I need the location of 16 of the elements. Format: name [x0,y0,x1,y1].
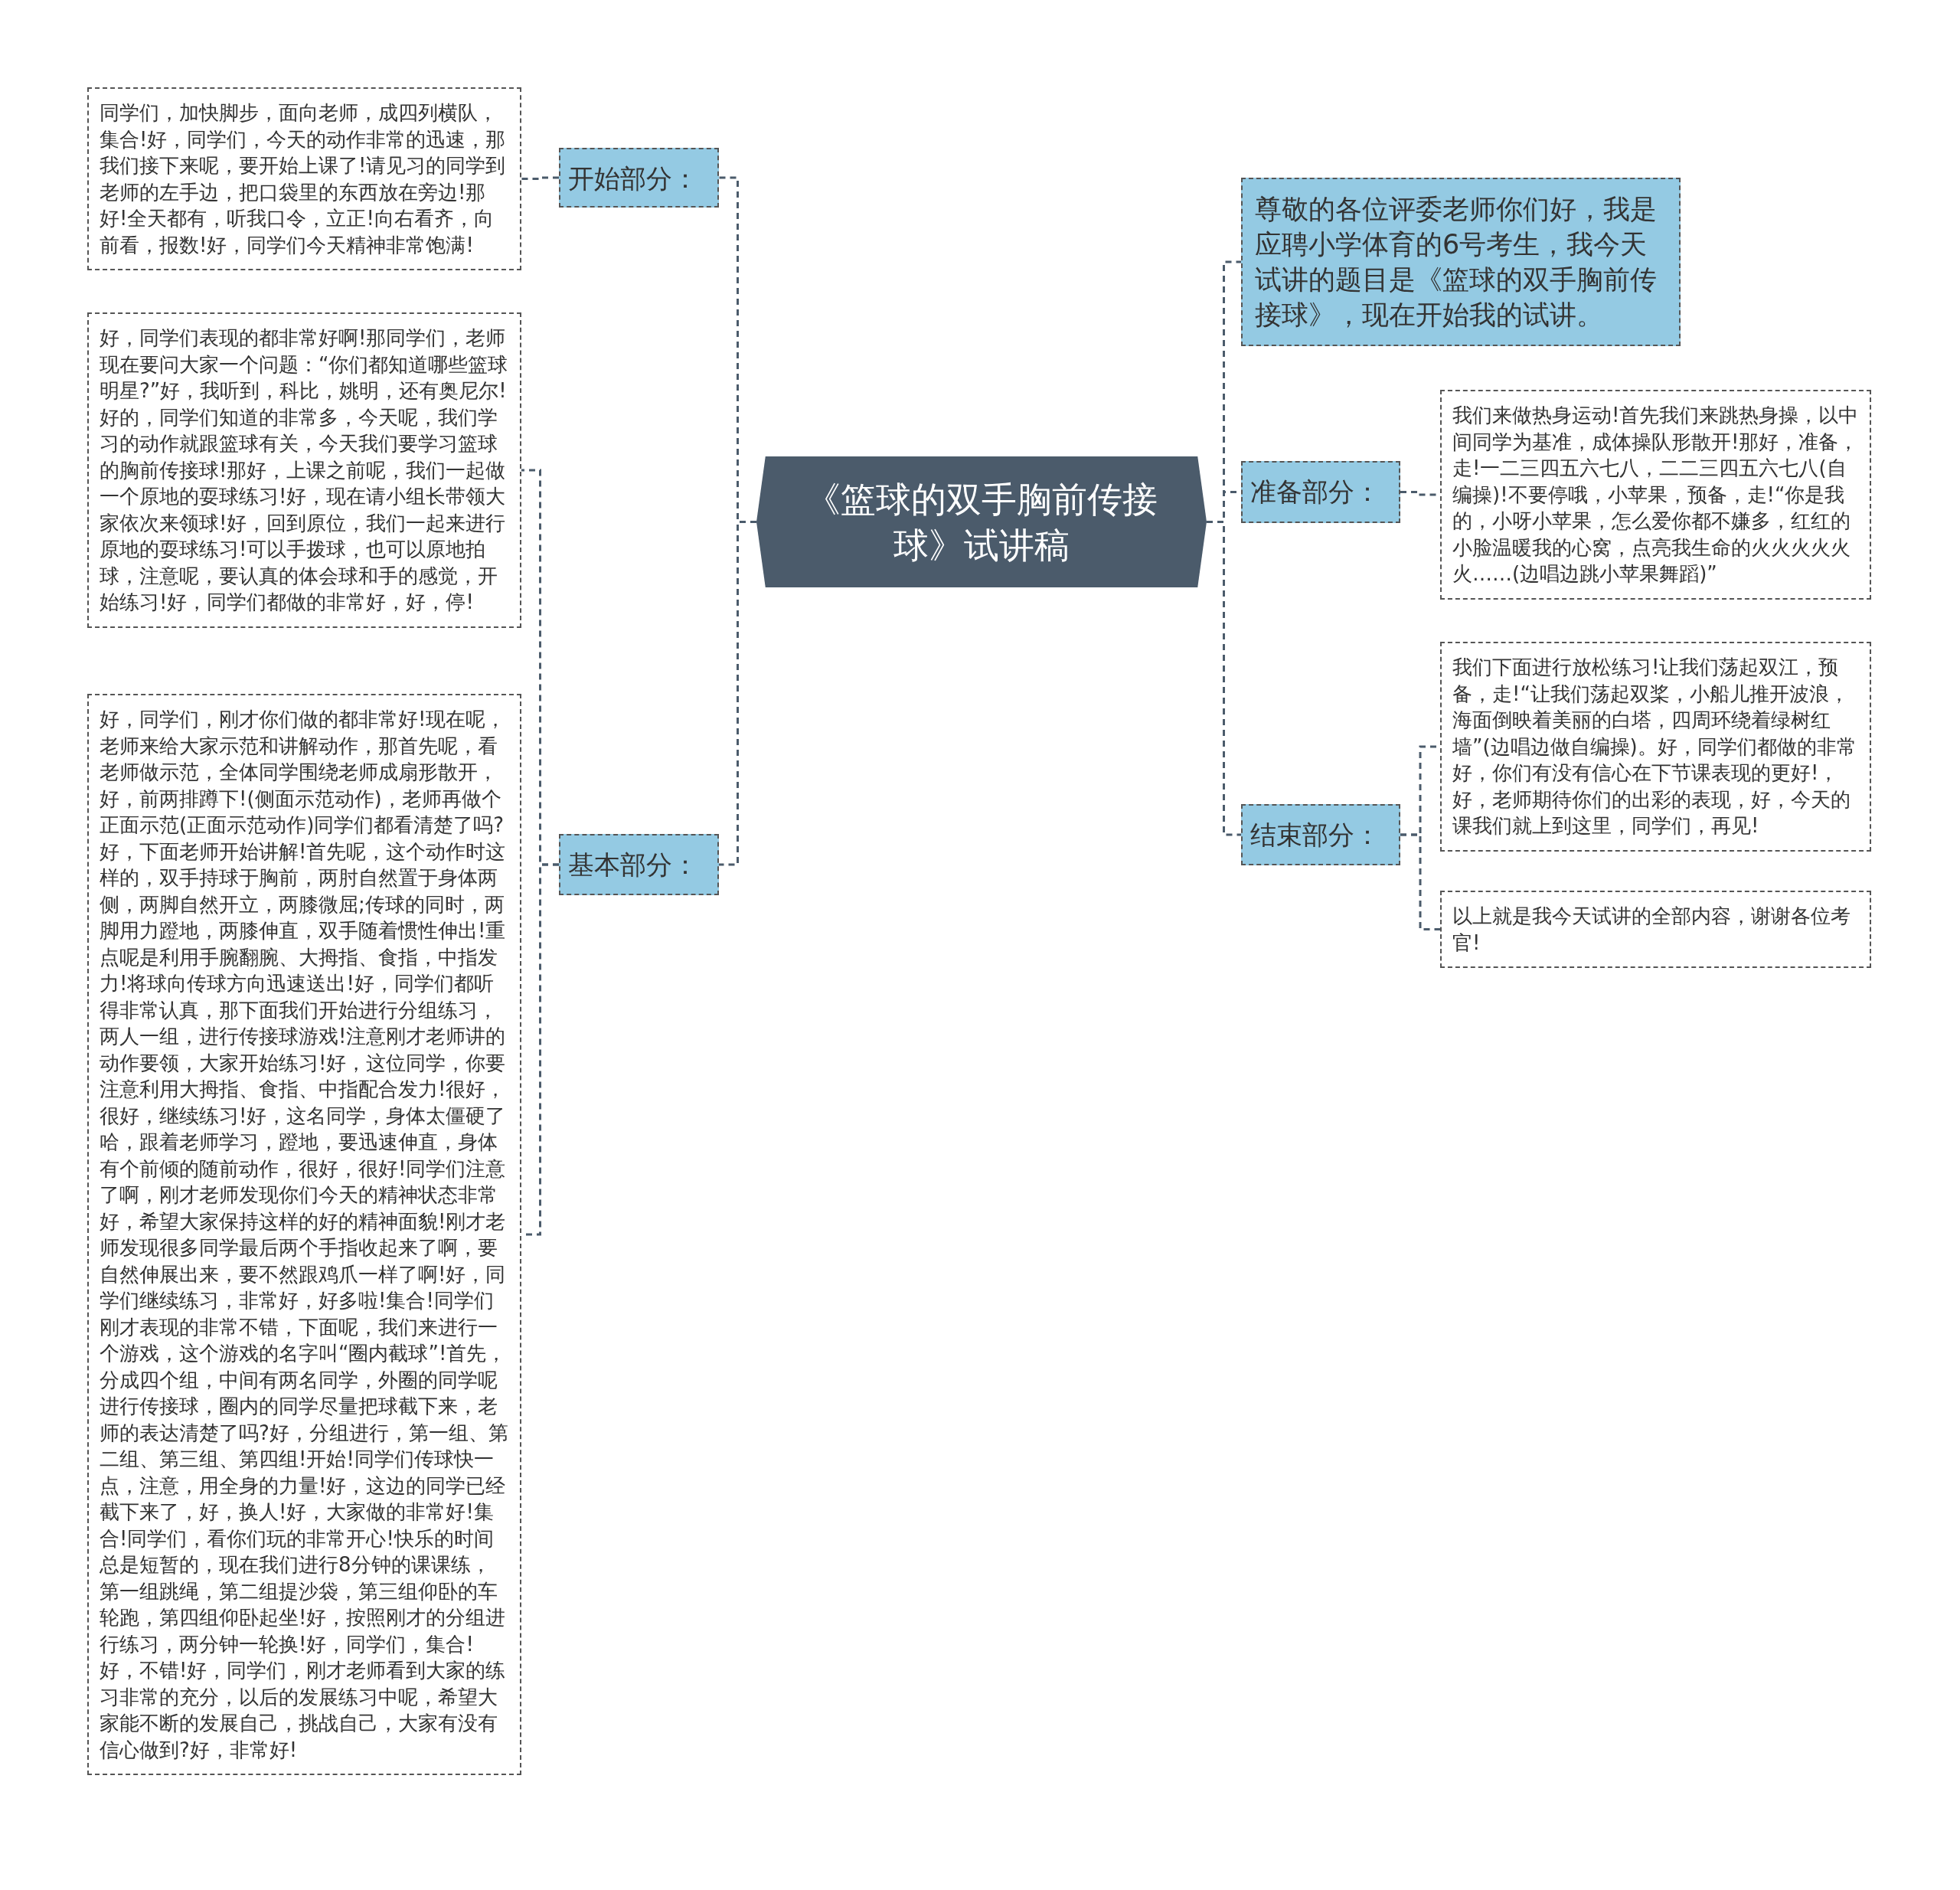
connector [521,176,559,180]
section-box: 结束部分： [1241,804,1400,865]
text-box: 好，同学们表现的都非常好啊!那同学们，老师现在要问大家一个问题：“你们都知道哪些篮球明星?”好，我听到，科比，姚明，还有奥尼尔!好的，同学们知道的非常多，今天呢，我们学习的动作就跟篮球有关，今天我们要学习篮球的胸前传接球!那好，上课之前呢，我们一起做一个原地的耍球练习!好，现在请小组长带领大家依次来领球!好，回到原位，我们一起来进行原地的耍球练习!可以手拨球，也可以原地拍球，注意呢，要认真的体会球和手的感觉，开始练习!好，同学们都做的非常好，好，停! [87,312,521,628]
text-box: 我们来做热身运动!首先我们来跳热身操，以中间同学为基准，成体操队形散开!那好，准备，走!一二三四五六七八，二二三四五六七八(自编操)!不要停哦，小苹果，预备，走!“你是我的，小呀小苹果，怎么爱你都不嫌多，红红的小脸温暖我的心窝，点亮我生命的火火火火火火……(边唱边跳小苹果舞蹈)” [1440,390,1871,600]
text-box: 以上就是我今天试讲的全部内容，谢谢各位考官! [1440,891,1871,968]
intro-box: 尊敬的各位评委老师你们好，我是应聘小学体育的6号考生，我今天试讲的题目是《篮球的双手胸前传接球》，现在开始我的试讲。 [1241,178,1681,346]
text-box: 我们下面进行放松练习!让我们荡起双江，预备，走!“让我们荡起双桨，小船儿推开波浪，海面倒映着美丽的白塔，四周环绕着绿树红墙”(边唱边做自编操)。好，同学们都做的非常好，你们有没有信心在下节课表现的更好!，好，老师期待你们的出彩的表现，好，今天的课我们就上到这里，同学们，再见! [1440,642,1871,852]
section-box: 准备部分： [1241,461,1400,523]
connector [1400,833,1440,930]
connector [1207,521,1241,836]
text-box: 同学们，加快脚步，面向老师，成四列横队，集合!好，同学们，今天的动作非常的迅速，那我们接下来呢，要开始上课了!请见习的同学到老师的左手边，把口袋里的东西放在旁边!那好!全天都有，听我口令，立正!向右看齐，向前看，报数!好，同学们今天精神非常饱满! [87,87,521,270]
section-box: 开始部分： [559,148,719,208]
topic-box: 《篮球的双手胸前传接球》试讲稿 [756,456,1207,587]
connector [719,521,756,866]
text-box: 好，同学们，刚才你们做的都非常好!现在呢，老师来给大家示范和讲解动作，那首先呢，看老师做示范，全体同学围绕老师成扇形散开，好，前两排蹲下!(侧面示范动作)，老师再做个正面示范(正面示范动作)同学们都看清楚了吗?好，下面老师开始讲解!首先呢，这个动作时这样的，双手持球于胸前，两肘自然置于身体两侧，两脚自然开立，两膝微屈;传球的同时，两脚用力蹬地，两膝伸直，双手随着惯性伸出!重点呢是利用手腕翻腕、大拇指、食指，中指发力!将球向传球方向迅速送出!好，同学们都听得非常认真，那下面我们开始进行分组练习，两人一组，进行传接球游戏!注意刚才老师讲的动作要领，大家开始练习!好，这位同学，你要注意利用大拇指、食指、中指配合发力!很好，很好，继续练习!好，这名同学，身体太僵硬了哈，跟着老师学习，蹬地，要迅速伸直，身体有个前倾的随前动作，很好，很好!同学们注意了啊，刚才老师发现你们今天的精神状态非常好，希望大家保持这样的好的精神面貌!刚才老师发现很多同学最后两个手指收起来了啊，要自然伸展出来，要不然跟鸡爪一样了啊!好，同学们继续练习，非常好，好多啦!集合!同学们刚才表现的非常不错，下面呢，我们来进行一个游戏，这个游戏的名字叫“圈内截球”!首先，分成四个组，中间有两名同学，外圈的同学呢进行传接球，圈内的同学尽量把球截下来，老师的表达清楚了吗?好，分组进行，第一组、第二组、第三组、第四组!开始!同学们传球快一点，注意，用全身的力量!好，这边的同学已经截下来了，好，换人!好，大家做的非常好!集合!同学们，看你们玩的非常开心!快乐的时间总是短暂的，现在我们进行8分钟的课课练，第一组跳绳，第二组提沙袋，第三组仰卧的车轮跑，第四组仰卧起坐!好，按照刚才的分组进行练习，两分钟一轮换!好，同学们，集合!好，不错!好，同学们，刚才老师看到大家的练习非常的充分，以后的发展练习中呢，希望大家能不断的发展自己，挑战自己，大家有没有信心做到?好，非常好! [87,694,521,1775]
section-box: 基本部分： [559,834,719,895]
